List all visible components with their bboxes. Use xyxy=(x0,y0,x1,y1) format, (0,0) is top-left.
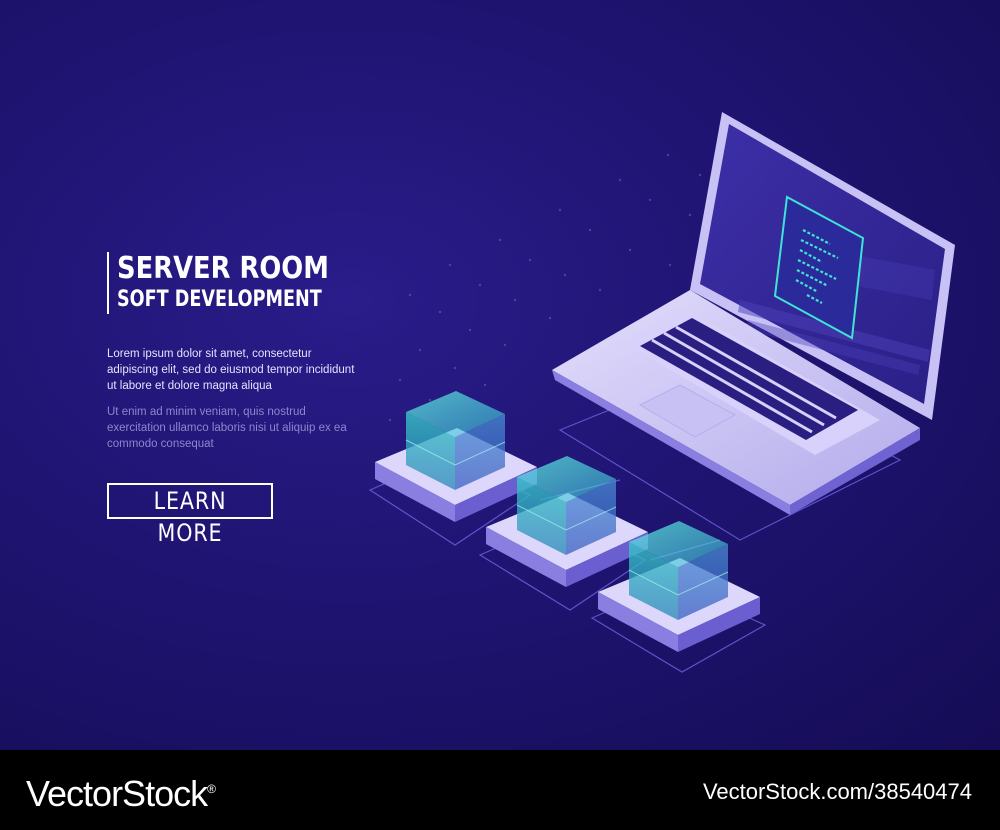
brand-logo[interactable]: VectorStock® xyxy=(26,766,216,817)
laptop-icon xyxy=(552,112,955,515)
learn-more-button[interactable]: LEARN MORE xyxy=(107,483,273,547)
page-subtitle: SOFT DEVELOPMENT xyxy=(117,287,322,312)
server-cube-icon xyxy=(375,391,760,652)
title-block: SERVER ROOM SOFT DEVELOPMENT xyxy=(107,252,373,314)
registered-mark: ® xyxy=(207,782,216,796)
hero-banner: SERVER ROOM SOFT DEVELOPMENT Lorem ipsum… xyxy=(0,0,1000,750)
code-document-icon xyxy=(773,195,865,340)
illustration xyxy=(368,112,955,673)
brand-name: VectorStock xyxy=(26,773,208,814)
page-title: SERVER ROOM xyxy=(117,251,329,286)
secondary-paragraph: Ut enim ad minim veniam, quis nostrud ex… xyxy=(107,406,347,450)
learn-more-label: LEARN MORE xyxy=(153,487,227,547)
intro-paragraph: Lorem ipsum dolor sit amet, consectetur … xyxy=(107,348,355,392)
footer-bar xyxy=(0,750,1000,830)
dot-grid xyxy=(388,153,702,422)
stock-id-link[interactable]: VectorStock.com/38540474 xyxy=(702,779,972,804)
